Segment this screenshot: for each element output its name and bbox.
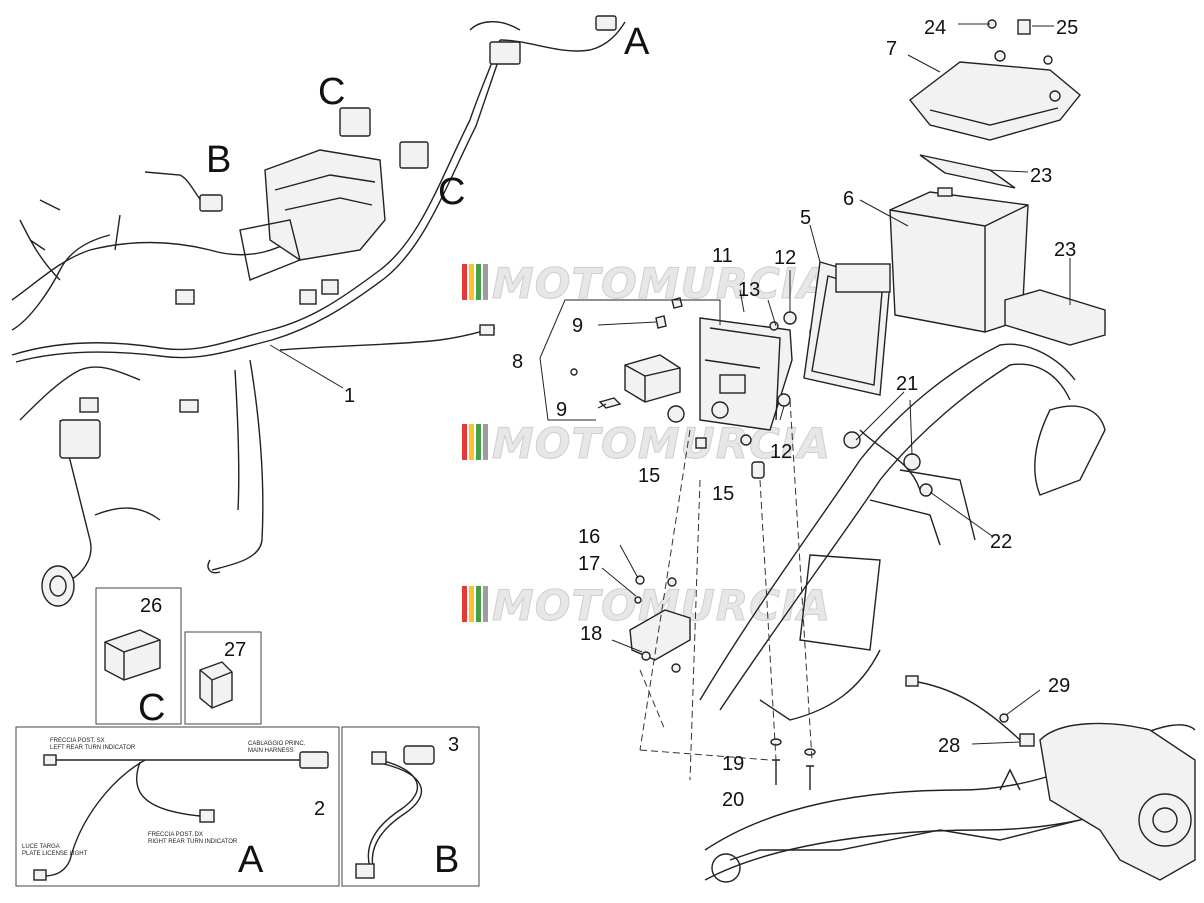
ecu-5: [803, 261, 891, 396]
label-11: 11: [712, 245, 733, 267]
label-1: 1: [344, 385, 355, 407]
svg-text:FRECCIA POST. DX: FRECCIA POST. DX: [148, 832, 203, 838]
label-18: 18: [580, 623, 602, 645]
letter-b-inset: B: [434, 839, 459, 881]
swingarm-engine: [704, 722, 1196, 883]
label-12b: 12: [770, 441, 792, 463]
inset-b-harness: [355, 745, 435, 879]
label-5: 5: [800, 207, 811, 229]
letter-c-top: C: [318, 71, 345, 113]
letter-b-top: B: [206, 139, 231, 181]
letter-c-right: C: [438, 171, 465, 213]
svg-text:MAIN HARNESS: MAIN HARNESS: [248, 748, 294, 754]
pad-23-top: [919, 154, 1016, 189]
svg-text:CABLAGGIO PRINC.: CABLAGGIO PRINC.: [248, 741, 306, 747]
relay-block: [624, 354, 681, 403]
bracket-18: [629, 575, 691, 673]
leader-lines: [269, 23, 1071, 745]
reference-lines: [639, 399, 813, 781]
label-19: 19: [722, 753, 744, 775]
label-25: 25: [1056, 17, 1078, 39]
label-29: 29: [1048, 675, 1070, 697]
connector-letters: A B C C A B C: [138, 21, 650, 881]
svg-text:FRECCIA POST. SX: FRECCIA POST. SX: [50, 738, 105, 744]
label-3: 3: [448, 734, 459, 756]
svg-text:MOTOMURCIA: MOTOMURCIA: [492, 419, 831, 468]
label-9b: 9: [556, 399, 567, 421]
letter-c-inset: C: [138, 687, 165, 729]
svg-text:PLATE LICENSE LIGHT: PLATE LICENSE LIGHT: [22, 851, 88, 857]
screws-19-20: [770, 738, 816, 790]
label-23a: 23: [1030, 165, 1052, 187]
label-27: 27: [224, 639, 246, 661]
watermark-3: MOTOMURCIA: [462, 581, 831, 631]
label-17: 17: [578, 553, 600, 575]
label-9a: 9: [572, 315, 583, 337]
relay-26: [104, 629, 161, 681]
label-20: 20: [722, 789, 744, 811]
label-13: 13: [738, 279, 760, 301]
label-22: 22: [990, 531, 1012, 553]
label-15b: 15: [712, 483, 734, 505]
letter-a-top: A: [624, 21, 650, 63]
sensor-28-29: [905, 675, 1035, 747]
small-parts: [570, 297, 823, 479]
label-23b: 23: [1054, 239, 1076, 261]
battery-cover-7: [909, 19, 1081, 141]
label-28: 28: [938, 735, 960, 757]
main-wiring-harness: [11, 15, 626, 607]
label-6: 6: [843, 188, 854, 210]
svg-text:MOTOMURCIA: MOTOMURCIA: [492, 581, 831, 630]
label-15a: 15: [638, 465, 660, 487]
fuse-27: [199, 661, 233, 709]
svg-text:LEFT REAR TURN INDICATOR: LEFT REAR TURN INDICATOR: [50, 745, 136, 751]
label-7: 7: [886, 38, 897, 60]
svg-text:RIGHT REAR TURN INDICATOR: RIGHT REAR TURN INDICATOR: [148, 839, 238, 845]
label-12a: 12: [774, 247, 796, 269]
label-21: 21: [896, 373, 918, 395]
watermark-2: MOTOMURCIA: [462, 419, 831, 469]
part-labels: 1 2 3 5 6 7 8 9 9 11 12 12 13 15 15 16 1…: [140, 17, 1078, 820]
label-16: 16: [578, 526, 600, 548]
inset-a-harness: FRECCIA POST. SX LEFT REAR TURN INDICATO…: [22, 738, 329, 881]
label-26: 26: [140, 595, 162, 617]
label-2: 2: [314, 798, 325, 820]
label-8: 8: [512, 351, 523, 373]
letter-a-inset: A: [238, 839, 264, 881]
svg-text:LUCE TARGA: LUCE TARGA: [22, 844, 60, 850]
label-24: 24: [924, 17, 946, 39]
pad-23-side: [1004, 289, 1106, 346]
